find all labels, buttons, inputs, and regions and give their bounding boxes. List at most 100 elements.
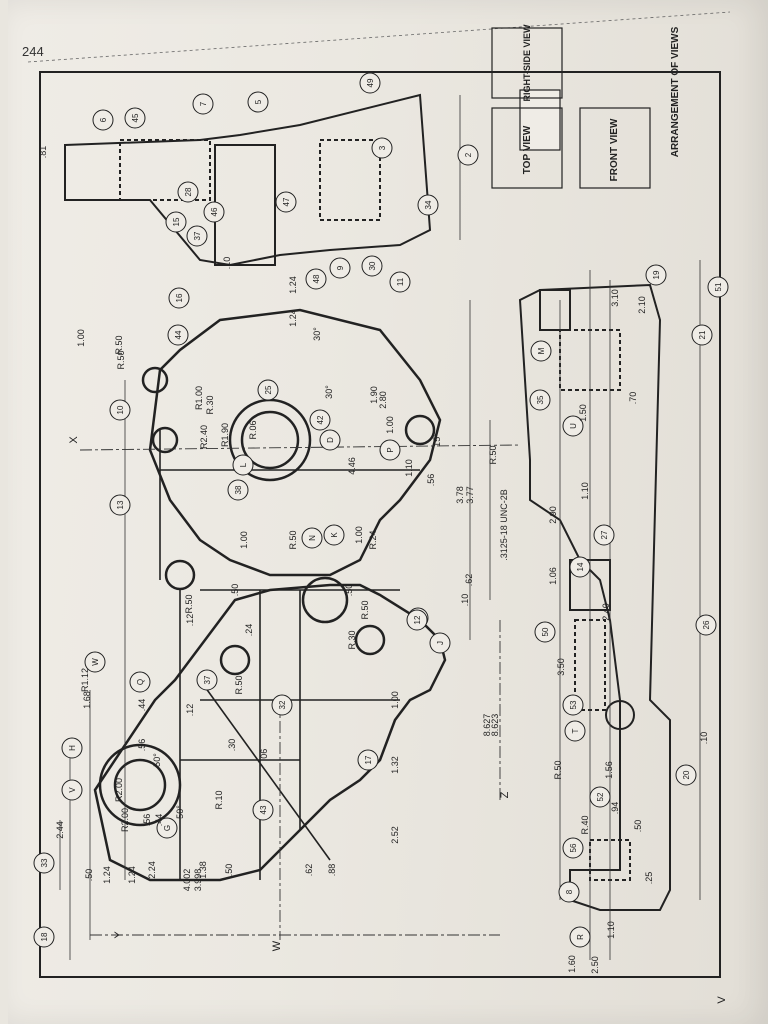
- callout-56: 56: [562, 837, 584, 859]
- dimension-top_view-40: .62: [464, 574, 474, 587]
- svg-text:26: 26: [702, 620, 711, 629]
- dimension-top_view-33: 1.00: [385, 416, 395, 434]
- dimension-top_view-1: 1.68: [82, 691, 92, 709]
- svg-text:32: 32: [278, 700, 287, 709]
- dimension-top_view-41: .10: [460, 594, 470, 607]
- arrangement-of-views: TOP VIEW FRONT VIEW RIGHT-SIDE VIEW ARRA…: [491, 24, 681, 189]
- svg-text:28: 28: [184, 187, 193, 196]
- svg-text:19: 19: [652, 270, 661, 279]
- dimension-side_view-1: 1.00: [76, 329, 86, 347]
- svg-text:10: 10: [116, 405, 125, 414]
- dimension-top_view-20: R.50: [288, 530, 298, 549]
- svg-text:U: U: [569, 423, 578, 429]
- dimension-top_view-47: R.50: [116, 350, 126, 369]
- dimension-top_view-12: .30: [227, 739, 237, 752]
- svg-text:P: P: [386, 447, 395, 452]
- callout-33: 33: [33, 852, 55, 874]
- dimension-left-4: 2.24: [147, 861, 157, 879]
- dimension-top_view-3: R2.00: [120, 808, 130, 832]
- callout-3: 3: [371, 137, 393, 159]
- dimension-left-3: 1.24: [127, 866, 137, 884]
- svg-text:51: 51: [714, 282, 723, 291]
- dimension-top_view-26: R.50: [114, 335, 124, 354]
- callout-45: 45: [124, 107, 146, 129]
- dimension-front_view-4: 1.10: [606, 921, 616, 939]
- dimension-front_view-20: 3.10: [610, 289, 620, 307]
- svg-text:46: 46: [210, 207, 219, 216]
- svg-text:42: 42: [316, 415, 325, 424]
- callout-51: 51: [707, 276, 729, 298]
- page-number: 244: [22, 44, 44, 59]
- callout-25: 25: [257, 379, 279, 401]
- callout-38: 38: [227, 479, 249, 501]
- dimension-top_view-7: 50°: [175, 805, 185, 819]
- dimension-top_view-38: 3.78: [455, 486, 465, 504]
- callout-44: 44: [167, 324, 189, 346]
- dimension-front_view-12: 3.50: [556, 658, 566, 676]
- dimension-top_view-13: .06: [259, 749, 269, 762]
- dimension-top_view-8: .56: [142, 814, 152, 827]
- dimension-front_view-0: .3125-18 UNC-2B: [499, 489, 509, 561]
- dimension-front_view-19: 2.10: [637, 296, 647, 314]
- callout-P: P: [379, 439, 401, 461]
- axis-label-x: X: [68, 436, 80, 444]
- dimension-front_view-10: R.50: [553, 760, 563, 779]
- svg-text:49: 49: [366, 78, 375, 87]
- dimension-top_view-9: .44: [154, 814, 164, 827]
- svg-text:L: L: [239, 462, 248, 467]
- callout-18: 18: [33, 926, 55, 948]
- svg-text:9: 9: [336, 265, 345, 270]
- axis-label-y: Y: [113, 931, 125, 939]
- svg-text:11: 11: [396, 277, 405, 286]
- callout-28: 28: [177, 181, 199, 203]
- callout-bubbles: VHWQ37L131044254238NKJ4112321743G2334495…: [33, 72, 729, 948]
- svg-text:30: 30: [368, 261, 377, 270]
- callout-J: J: [429, 632, 451, 654]
- callout-53: 53: [562, 694, 584, 716]
- callout-L: L: [232, 454, 254, 476]
- dimension-front_view-16: 1.10: [580, 482, 590, 500]
- callout-47: 47: [275, 191, 297, 213]
- dimension-left-5: 4.002: [182, 869, 192, 892]
- svg-text:3: 3: [378, 145, 387, 150]
- callout-48: 48: [305, 268, 327, 290]
- svg-text:8: 8: [565, 889, 574, 894]
- callout-35: 35: [529, 389, 551, 411]
- axis-label-v: V: [716, 996, 728, 1004]
- right-side-view-label: RIGHT-SIDE VIEW: [522, 24, 532, 102]
- callout-U: U: [562, 415, 584, 437]
- dimension-front_view-18: .70: [628, 392, 638, 405]
- dimension-top_view-24: R.06: [248, 420, 258, 439]
- callout-W: W: [84, 651, 106, 673]
- callout-37: 37: [186, 225, 208, 247]
- dimension-top_view-30: 1.00: [354, 526, 364, 544]
- top-view-box: [491, 107, 563, 189]
- svg-text:12: 12: [413, 615, 422, 624]
- dimension-top_view-10: .12: [185, 704, 195, 717]
- dimension-left-13: 1.00: [390, 691, 400, 709]
- svg-text:44: 44: [174, 330, 183, 339]
- dimension-top_view-15: R.50: [184, 594, 194, 613]
- svg-text:T: T: [571, 728, 580, 733]
- dimension-bottom-0: 8.627: [482, 714, 492, 737]
- svg-text:N: N: [308, 535, 317, 541]
- svg-text:53: 53: [569, 700, 578, 709]
- svg-text:15: 15: [172, 217, 181, 226]
- dimension-top_view-29: .50: [344, 584, 354, 597]
- dimension-top_view-25: R.30: [205, 395, 215, 414]
- right-side-view-box: [519, 89, 561, 151]
- dimension-top_view-11: .12: [185, 614, 195, 627]
- svg-text:38: 38: [234, 485, 243, 494]
- svg-text:17: 17: [364, 755, 373, 764]
- callout-6: 6: [92, 109, 114, 131]
- dimension-top_view-31: R.24: [368, 530, 378, 549]
- dimension-top_view-19: 1.00: [239, 531, 249, 549]
- callout-10: 10: [109, 399, 131, 421]
- callout-H: H: [61, 737, 83, 759]
- dimension-side_view-2: .10: [222, 257, 232, 270]
- callout-7: 7: [192, 93, 214, 115]
- dimension-top_view-42: 4.46: [347, 457, 357, 475]
- callout-52: 52: [589, 786, 611, 808]
